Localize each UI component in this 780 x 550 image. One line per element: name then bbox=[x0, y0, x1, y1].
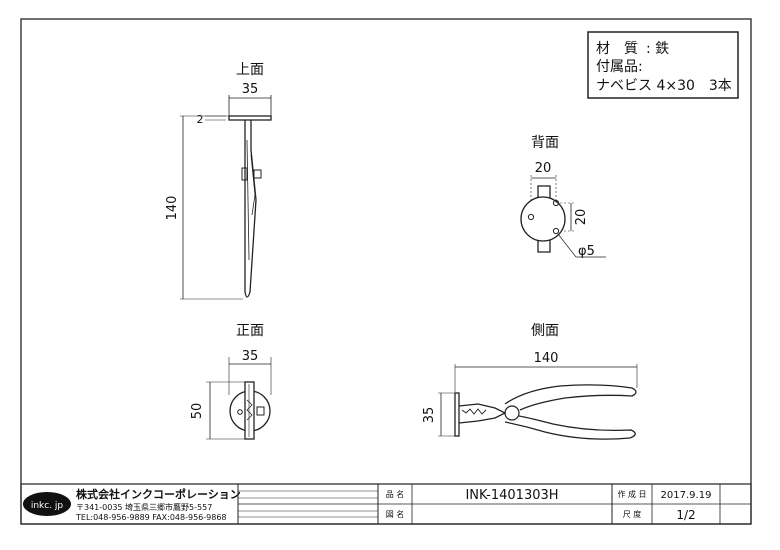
material-value: : 鉄 bbox=[646, 41, 669, 57]
side-view-title: 側面 bbox=[531, 323, 559, 339]
top-width-dim: 35 bbox=[242, 82, 259, 97]
date-value: 2017.9.19 bbox=[661, 490, 712, 501]
side-view: 側面 140 35 bbox=[422, 323, 638, 440]
company-name: 株式会社インクコーポレーション bbox=[76, 487, 241, 501]
top-view: 上面 35 2 140 bbox=[165, 62, 272, 300]
front-view-title: 正面 bbox=[236, 323, 264, 339]
logo-text: inkc. jp bbox=[31, 501, 64, 511]
title-block: inkc. jp 株式会社インクコーポレーション 〒341-0035 埼玉県三郷… bbox=[20, 483, 752, 525]
side-height-dim: 35 bbox=[422, 407, 437, 424]
side-length-dim: 140 bbox=[534, 351, 559, 366]
back-view: 背面 20 20 φ5 bbox=[520, 135, 606, 259]
scale-value: 1/2 bbox=[676, 508, 695, 522]
company-contact: TEL:048-956-9889 FAX:048-956-9868 bbox=[75, 513, 227, 522]
back-view-title: 背面 bbox=[531, 135, 559, 151]
spec-box: 材 質 : 鉄 付属品: ナベビス 4×30 3本 bbox=[587, 31, 739, 99]
back-spacing-v-dim: 20 bbox=[574, 209, 589, 226]
front-view: 正面 35 50 bbox=[190, 323, 272, 440]
drawing-name-label: 図 名 bbox=[386, 509, 405, 519]
company-logo bbox=[23, 492, 71, 516]
front-width-dim: 35 bbox=[242, 349, 259, 364]
company-address: 〒341-0035 埼玉県三郷市鷹野5-557 bbox=[76, 502, 212, 512]
front-height-dim: 50 bbox=[190, 403, 205, 420]
screw-value: ナベビス 4×30 3本 bbox=[596, 78, 732, 94]
back-spacing-h-dim: 20 bbox=[535, 161, 552, 176]
top-thickness-dim: 2 bbox=[197, 113, 204, 126]
product-name-value: INK-1401303H bbox=[465, 488, 558, 503]
date-label: 作 成 日 bbox=[617, 489, 646, 499]
scale-label: 尺 度 bbox=[623, 509, 642, 519]
back-hole-dia-dim: φ5 bbox=[578, 244, 595, 259]
sheet-border bbox=[20, 18, 752, 525]
accessories-label: 付属品: bbox=[596, 59, 643, 75]
product-name-label: 品 名 bbox=[386, 489, 405, 499]
material-label: 材 質 bbox=[596, 41, 638, 57]
top-view-title: 上面 bbox=[236, 62, 264, 78]
top-height-dim: 140 bbox=[165, 196, 180, 221]
